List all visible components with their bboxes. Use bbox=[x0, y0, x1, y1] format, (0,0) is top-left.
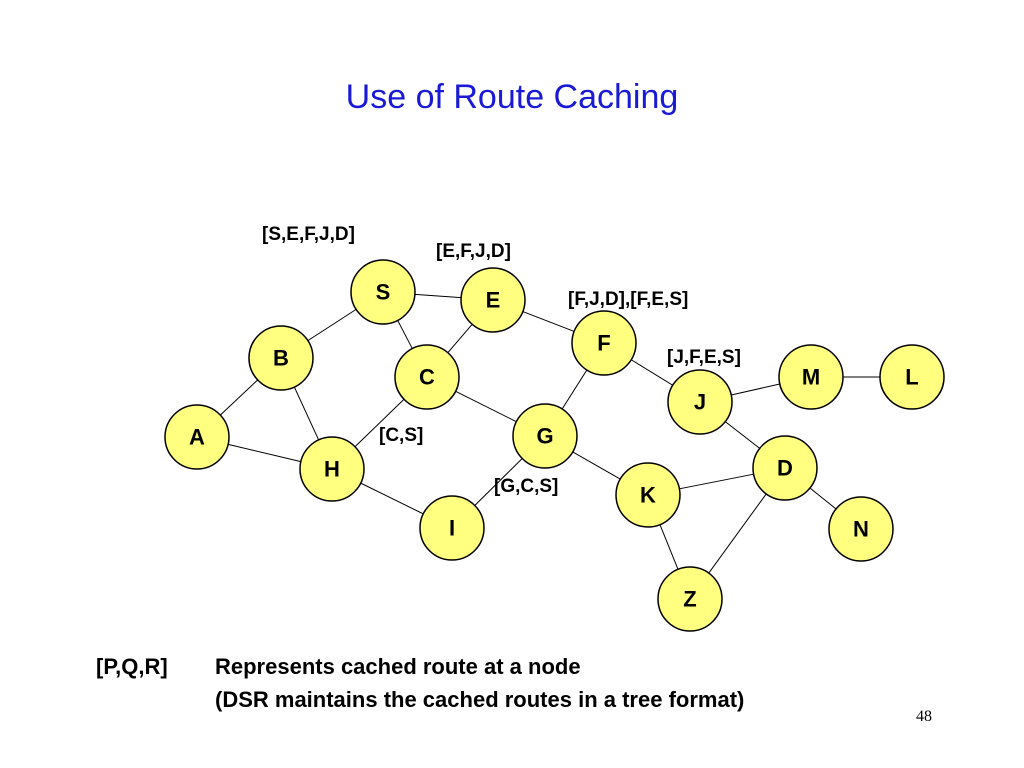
node-j: J bbox=[667, 369, 733, 435]
node-d: D bbox=[752, 435, 818, 501]
node-circle bbox=[299, 436, 365, 502]
node-z: Z bbox=[657, 566, 723, 632]
node-label: B bbox=[273, 346, 289, 371]
node-label: L bbox=[905, 365, 918, 390]
node-circle bbox=[657, 566, 723, 632]
edge-f-g bbox=[561, 369, 588, 410]
node-label: D bbox=[777, 456, 793, 481]
node-circle bbox=[460, 267, 526, 333]
route-cache-g: [G,C,S] bbox=[494, 476, 558, 497]
edge-b-h bbox=[293, 386, 320, 441]
node-circle bbox=[164, 404, 230, 470]
node-circle bbox=[752, 435, 818, 501]
node-circle bbox=[419, 495, 485, 561]
edge-b-a bbox=[219, 379, 259, 416]
route-cache-s: [S,E,F,J,D] bbox=[262, 224, 355, 245]
nodes-layer: S E F B C M L J A G H D K I N Z bbox=[164, 259, 945, 632]
node-label: Z bbox=[683, 587, 696, 612]
node-circle bbox=[350, 259, 416, 325]
legend-description: Represents cached route at a node bbox=[215, 654, 581, 679]
legend-key: [P,Q,R] bbox=[96, 654, 168, 679]
node-i: I bbox=[419, 495, 485, 561]
node-s: S bbox=[350, 259, 416, 325]
node-m: M bbox=[778, 344, 844, 410]
edge-g-k bbox=[572, 451, 621, 480]
node-label: G bbox=[536, 424, 553, 449]
node-label: J bbox=[694, 390, 706, 415]
slide-title: Use of Route Caching bbox=[345, 78, 679, 116]
edge-s-e bbox=[414, 293, 462, 299]
route-cache-labels: [S,E,F,J,D] [E,F,J,D] [F,J,D],[F,E,S] [J,F,… bbox=[262, 224, 741, 497]
node-k: K bbox=[615, 462, 681, 528]
node-e: E bbox=[460, 267, 526, 333]
node-f: F bbox=[571, 310, 637, 376]
edges-layer bbox=[219, 293, 880, 574]
node-label: H bbox=[324, 457, 340, 482]
edge-h-i bbox=[360, 482, 424, 515]
route-cache-e: [E,F,J,D] bbox=[436, 241, 511, 262]
node-label: A bbox=[189, 425, 205, 450]
edge-j-m bbox=[731, 383, 780, 396]
node-circle bbox=[778, 344, 844, 410]
node-h: H bbox=[299, 436, 365, 502]
node-l: L bbox=[879, 344, 945, 410]
node-label: F bbox=[597, 331, 610, 356]
edge-f-j bbox=[631, 359, 673, 386]
edge-a-h bbox=[228, 443, 301, 463]
edge-d-n bbox=[809, 487, 837, 510]
edge-s-b bbox=[307, 308, 357, 342]
edge-e-f bbox=[522, 311, 575, 332]
edge-s-c bbox=[397, 320, 413, 349]
node-label: K bbox=[640, 483, 656, 508]
edge-k-z bbox=[659, 524, 679, 570]
node-circle bbox=[571, 310, 637, 376]
node-n: N bbox=[828, 496, 894, 562]
legend-note: (DSR maintains the cached routes in a tr… bbox=[215, 687, 745, 712]
node-label: M bbox=[802, 365, 820, 390]
node-a: A bbox=[164, 404, 230, 470]
node-label: I bbox=[449, 516, 455, 541]
node-circle bbox=[394, 344, 460, 410]
edge-e-c bbox=[447, 323, 473, 354]
node-label: E bbox=[486, 288, 501, 313]
edge-d-z bbox=[708, 493, 767, 574]
route-cache-c: [C,S] bbox=[379, 425, 423, 446]
node-circle bbox=[512, 403, 578, 469]
node-circle bbox=[828, 496, 894, 562]
edge-c-h bbox=[354, 398, 405, 448]
node-circle bbox=[248, 325, 314, 391]
node-c: C bbox=[394, 344, 460, 410]
page-number: 48 bbox=[916, 708, 932, 725]
node-label: S bbox=[376, 280, 391, 305]
node-label: N bbox=[853, 517, 869, 542]
route-cache-f: [F,J,D],[F,E,S] bbox=[568, 289, 688, 310]
node-label: C bbox=[419, 365, 435, 390]
node-circle bbox=[615, 462, 681, 528]
route-cache-j: [J,F,E,S] bbox=[667, 347, 741, 368]
node-circle bbox=[879, 344, 945, 410]
node-circle bbox=[667, 369, 733, 435]
edge-k-d bbox=[679, 473, 754, 490]
edge-c-g bbox=[455, 390, 517, 423]
node-b: B bbox=[248, 325, 314, 391]
node-g: G bbox=[512, 403, 578, 469]
edge-j-d bbox=[724, 421, 761, 449]
edge-g-i bbox=[474, 458, 523, 506]
